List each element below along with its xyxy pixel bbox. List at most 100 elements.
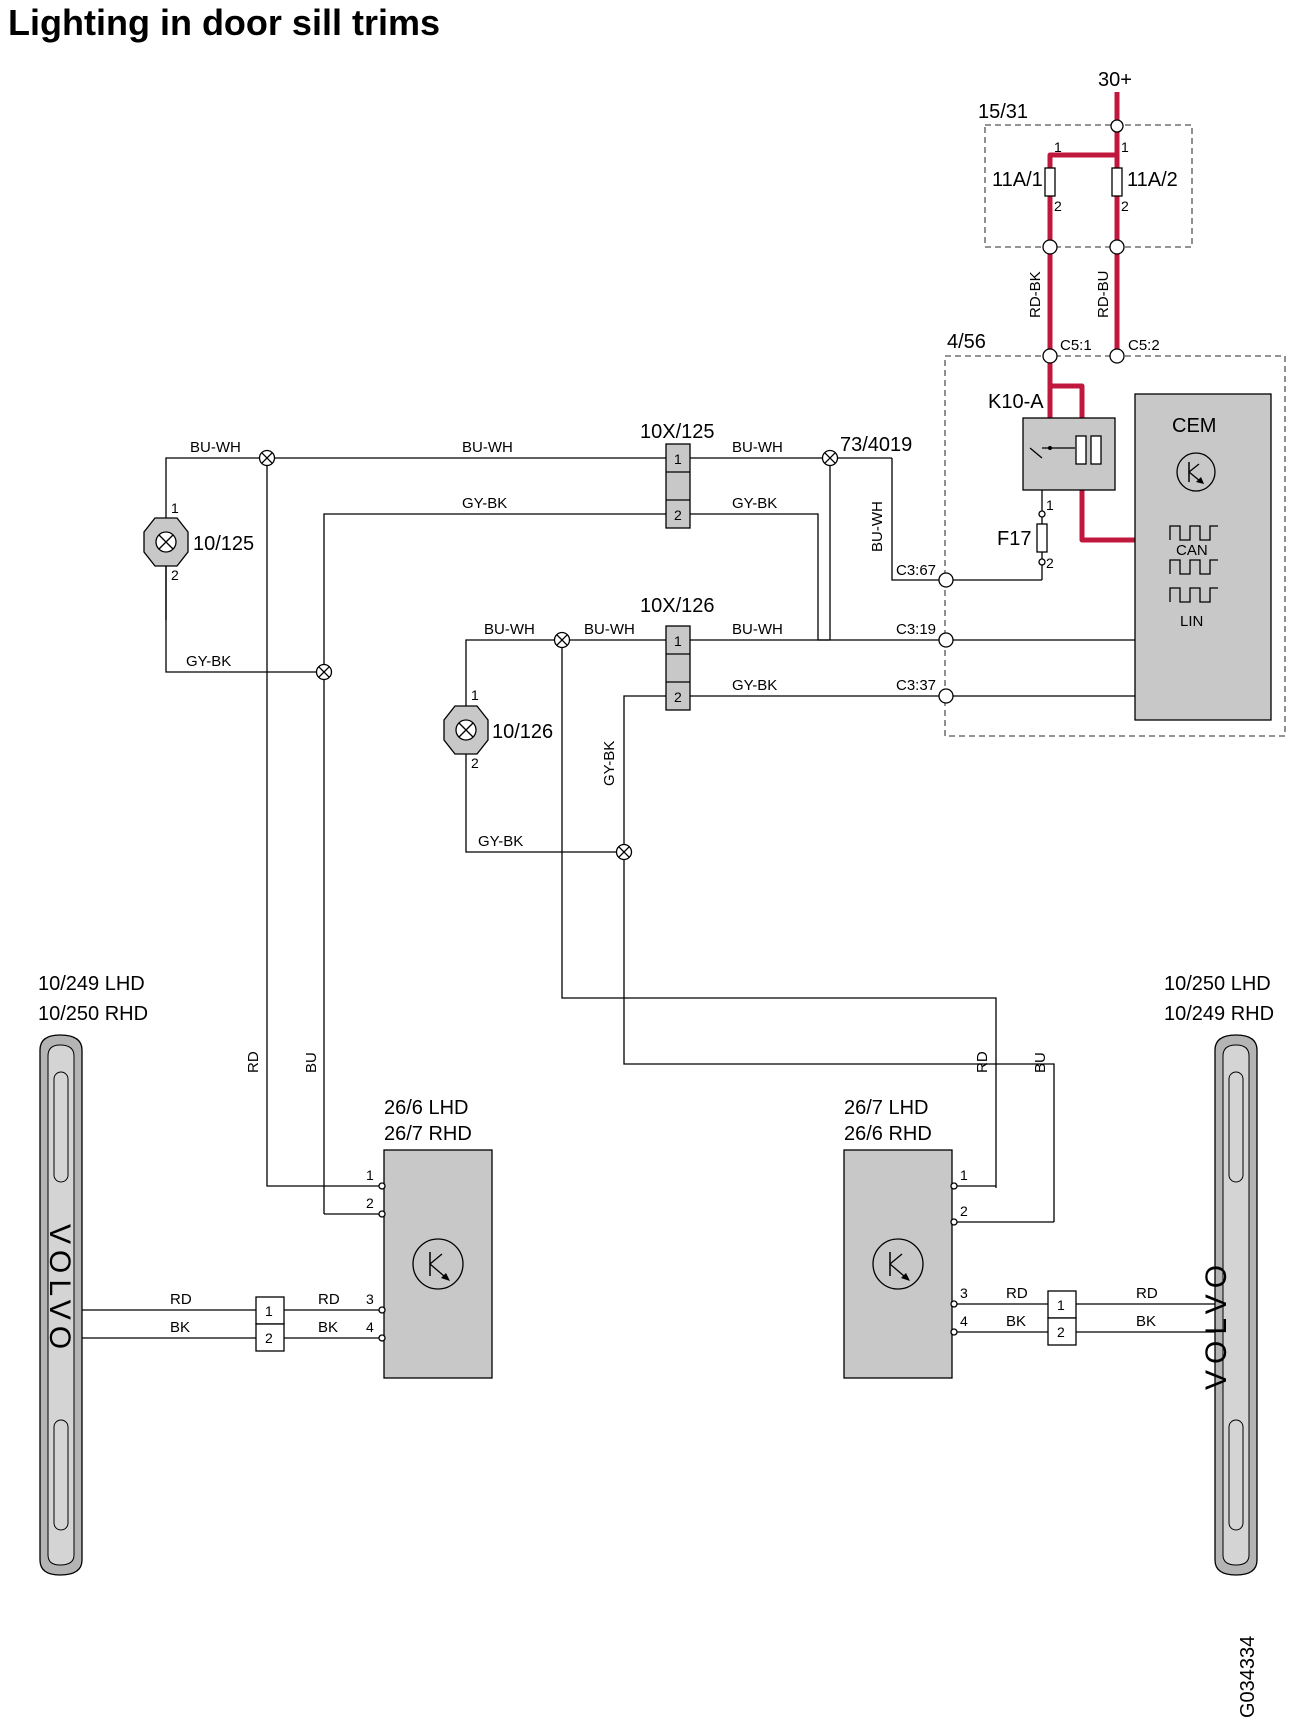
wire-label: GY-BK <box>732 495 777 512</box>
pin-label: 2 <box>1121 198 1129 214</box>
pin-label: 2 <box>171 567 179 583</box>
fuse-box-15-31 <box>984 124 1193 248</box>
connector-c5-2: C5:2 <box>1128 337 1160 354</box>
terminal <box>1042 348 1058 364</box>
can-signal-icon <box>1169 525 1218 603</box>
wire-label: BK <box>318 1319 338 1336</box>
left-trim-label-2: 10/250 RHD <box>38 1003 148 1025</box>
left-trim-label-1: 10/249 LHD <box>38 973 145 995</box>
wire-label: RD <box>1006 1285 1028 1302</box>
wire-label-rd-bu: RD-BU <box>1095 271 1112 319</box>
wire-label: GY-BK <box>601 741 618 786</box>
pin-label: 1 <box>1046 497 1054 513</box>
terminal <box>1042 239 1058 255</box>
connector-c3-19: C3:19 <box>896 621 936 638</box>
wire-label: GY-BK <box>478 833 523 850</box>
wire-label: BK <box>1136 1313 1156 1330</box>
wire-label: RD <box>170 1291 192 1308</box>
connector-10x-126 <box>665 625 691 711</box>
pin-label: 1 <box>366 1167 374 1183</box>
pin-label: 2 <box>265 1330 273 1346</box>
pin-label: 3 <box>960 1285 968 1301</box>
lamp-10-125 <box>143 517 189 567</box>
pin-label: 1 <box>1121 139 1129 155</box>
lamp-10-126-label: 10/126 <box>492 721 553 743</box>
wire-label: RD <box>245 1051 262 1073</box>
connector-pin-box <box>1047 1317 1077 1346</box>
connector-c3-37: C3:37 <box>896 677 936 694</box>
fuse-f17-label: F17 <box>997 528 1031 550</box>
fuse-f17 <box>1036 523 1048 553</box>
pin-label: 1 <box>674 451 682 467</box>
terminal-c3-19 <box>938 632 954 648</box>
pin-label: 3 <box>366 1291 374 1307</box>
pin-label: 1 <box>471 687 479 703</box>
signal-wiring <box>82 457 1215 1339</box>
cem-box-label: 4/56 <box>947 331 986 353</box>
wire-label: BU-WH <box>484 621 535 638</box>
right-door-sill-trim <box>1214 1034 1258 1576</box>
pin-label: 2 <box>1046 555 1054 571</box>
wire-label: BU-WH <box>732 439 783 456</box>
relay-label: K10-A <box>988 391 1044 413</box>
figure-id: G034334 <box>1237 1636 1259 1718</box>
pin-label: 2 <box>1057 1324 1065 1340</box>
wire-label-rd-bk: RD-BK <box>1027 271 1044 318</box>
cem-module <box>1134 393 1272 721</box>
connector-10x-125-label: 10X/125 <box>640 421 715 443</box>
right-module-label-2: 26/6 RHD <box>844 1123 932 1145</box>
wire-label: BK <box>170 1319 190 1336</box>
left-module-label-1: 26/6 LHD <box>384 1097 469 1119</box>
transistor-icon <box>872 1238 924 1290</box>
pin-label: 2 <box>674 689 682 705</box>
wire-label: BU-WH <box>190 439 241 456</box>
terminal-c3-67 <box>938 572 954 588</box>
wire-label: BU <box>303 1052 320 1073</box>
wire-label: RD <box>974 1051 991 1073</box>
transistor-icon <box>1176 452 1216 492</box>
splice-point <box>315 663 333 681</box>
splice-point <box>821 449 839 467</box>
transistor-icon <box>412 1238 464 1290</box>
supply-label: 30+ <box>1098 69 1132 91</box>
terminal <box>1109 239 1125 255</box>
pin-label: 4 <box>960 1313 968 1329</box>
connector-c5-1: C5:1 <box>1060 337 1092 354</box>
splice-point <box>553 631 571 649</box>
wire-label: BU-WH <box>869 501 886 552</box>
right-trim-label-2: 10/249 RHD <box>1164 1003 1274 1025</box>
right-module <box>843 1149 953 1379</box>
terminal <box>1110 119 1124 133</box>
wire-label: BU-WH <box>584 621 635 638</box>
fuse-11a-2 <box>1111 167 1123 197</box>
pin-label: 1 <box>265 1303 273 1319</box>
can-label: CAN <box>1176 542 1208 559</box>
left-trim-brand: VOLVO <box>43 1224 76 1355</box>
right-trim-label-1: 10/250 LHD <box>1164 973 1271 995</box>
terminal-c3-37 <box>938 688 954 704</box>
page-title: Lighting in door sill trims <box>8 2 440 43</box>
junction-label: 73/4019 <box>840 434 912 456</box>
left-module-label-2: 26/7 RHD <box>384 1123 472 1145</box>
pin-label: 1 <box>171 500 179 516</box>
pin-label: 4 <box>366 1319 374 1335</box>
pin-label: 2 <box>366 1195 374 1211</box>
pin-label: 1 <box>1054 139 1062 155</box>
connector-10x-125 <box>665 443 691 529</box>
wire-label: GY-BK <box>186 653 231 670</box>
fuse-11a-1 <box>1044 167 1056 197</box>
fuse-box-label: 15/31 <box>978 101 1028 123</box>
fuse-label-11a-1: 11A/1 <box>992 169 1043 191</box>
wire-label: RD <box>1136 1285 1158 1302</box>
splice-point <box>615 843 633 861</box>
wire-label: RD <box>318 1291 340 1308</box>
pin-label: 2 <box>674 507 682 523</box>
cem-label: CEM <box>1172 415 1216 437</box>
splice-point <box>258 449 276 467</box>
wire-label: GY-BK <box>732 677 777 694</box>
lamp-10-125-label: 10/125 <box>193 533 254 555</box>
right-trim-brand: VOLVO <box>1200 1259 1233 1390</box>
wire-label: BU-WH <box>732 621 783 638</box>
connector-10x-126-label: 10X/126 <box>640 595 715 617</box>
